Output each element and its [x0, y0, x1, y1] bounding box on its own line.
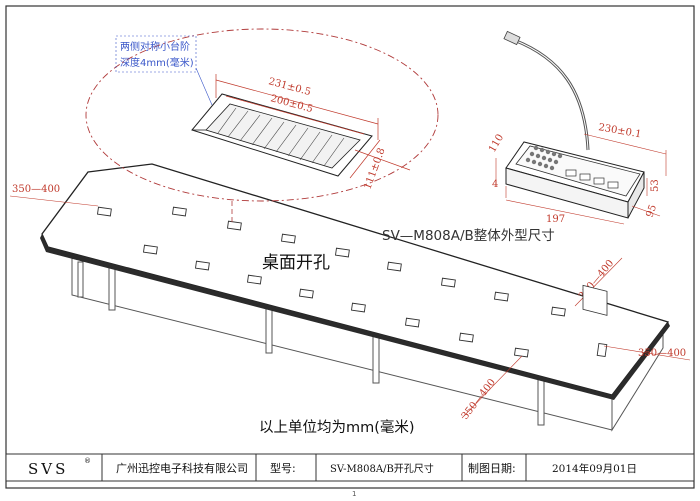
dim-device-side-small: 4: [492, 179, 498, 190]
model-title: SV—M808A/B整体外型尺寸: [382, 228, 555, 244]
gooseneck: [513, 38, 590, 151]
dim-device-bottom-width: 197: [546, 214, 565, 225]
dim-device-depth-top: 110: [487, 132, 506, 154]
hole-hatch: [217, 107, 345, 167]
device-buttons: [565, 169, 619, 189]
callout-line-2: 深度4mm(毫米): [120, 56, 194, 69]
company-name: 广州迅控电子科技有限公司: [116, 461, 248, 475]
date-value: 2014年09月01日: [552, 462, 637, 475]
logo-mark: ®: [84, 457, 91, 465]
model-label: 型号:: [270, 461, 296, 475]
footer-mark: 1: [352, 490, 356, 498]
drawing-frame: [5, 5, 695, 489]
dim-device-width: 230±0.1: [597, 122, 642, 140]
callout-ellipse: [85, 28, 439, 202]
dim-device-base-depth: 95: [644, 203, 659, 219]
table-legs: [77, 261, 545, 426]
dim-depth: 111±0.8: [362, 147, 387, 192]
dim-device-height: 53: [650, 179, 661, 192]
callout-line-1: 两侧对称小台阶: [120, 40, 190, 53]
date-label: 制图日期:: [468, 462, 516, 475]
logo-text: SVS: [28, 460, 68, 478]
desk-holes: [96, 206, 608, 358]
hole-pocket-inner: [205, 103, 361, 169]
mic-stand: [582, 284, 608, 316]
callout-note-box: [115, 35, 197, 73]
speaker-grille: [525, 145, 563, 171]
model-value: SV-M808A/B开孔尺寸: [330, 462, 434, 475]
table-label: 桌面开孔: [262, 253, 330, 273]
hole-detail-callout: 231±0.5 200±0.5 111±0.8 两侧对称小台阶 深度4mm(毫米…: [85, 28, 439, 222]
title-block: SVS ® 广州迅控电子科技有限公司 型号: SV-M808A/B开孔尺寸 制图…: [5, 453, 695, 482]
dim-spacing-top-left: 350—400: [12, 184, 60, 195]
table-drawing: 桌面开孔: [40, 163, 670, 432]
dim-spacing-right-bottom: 350—400: [638, 348, 686, 359]
mic-head: [503, 30, 521, 46]
unit-note: 以上单位均为mm(毫米): [259, 418, 415, 436]
